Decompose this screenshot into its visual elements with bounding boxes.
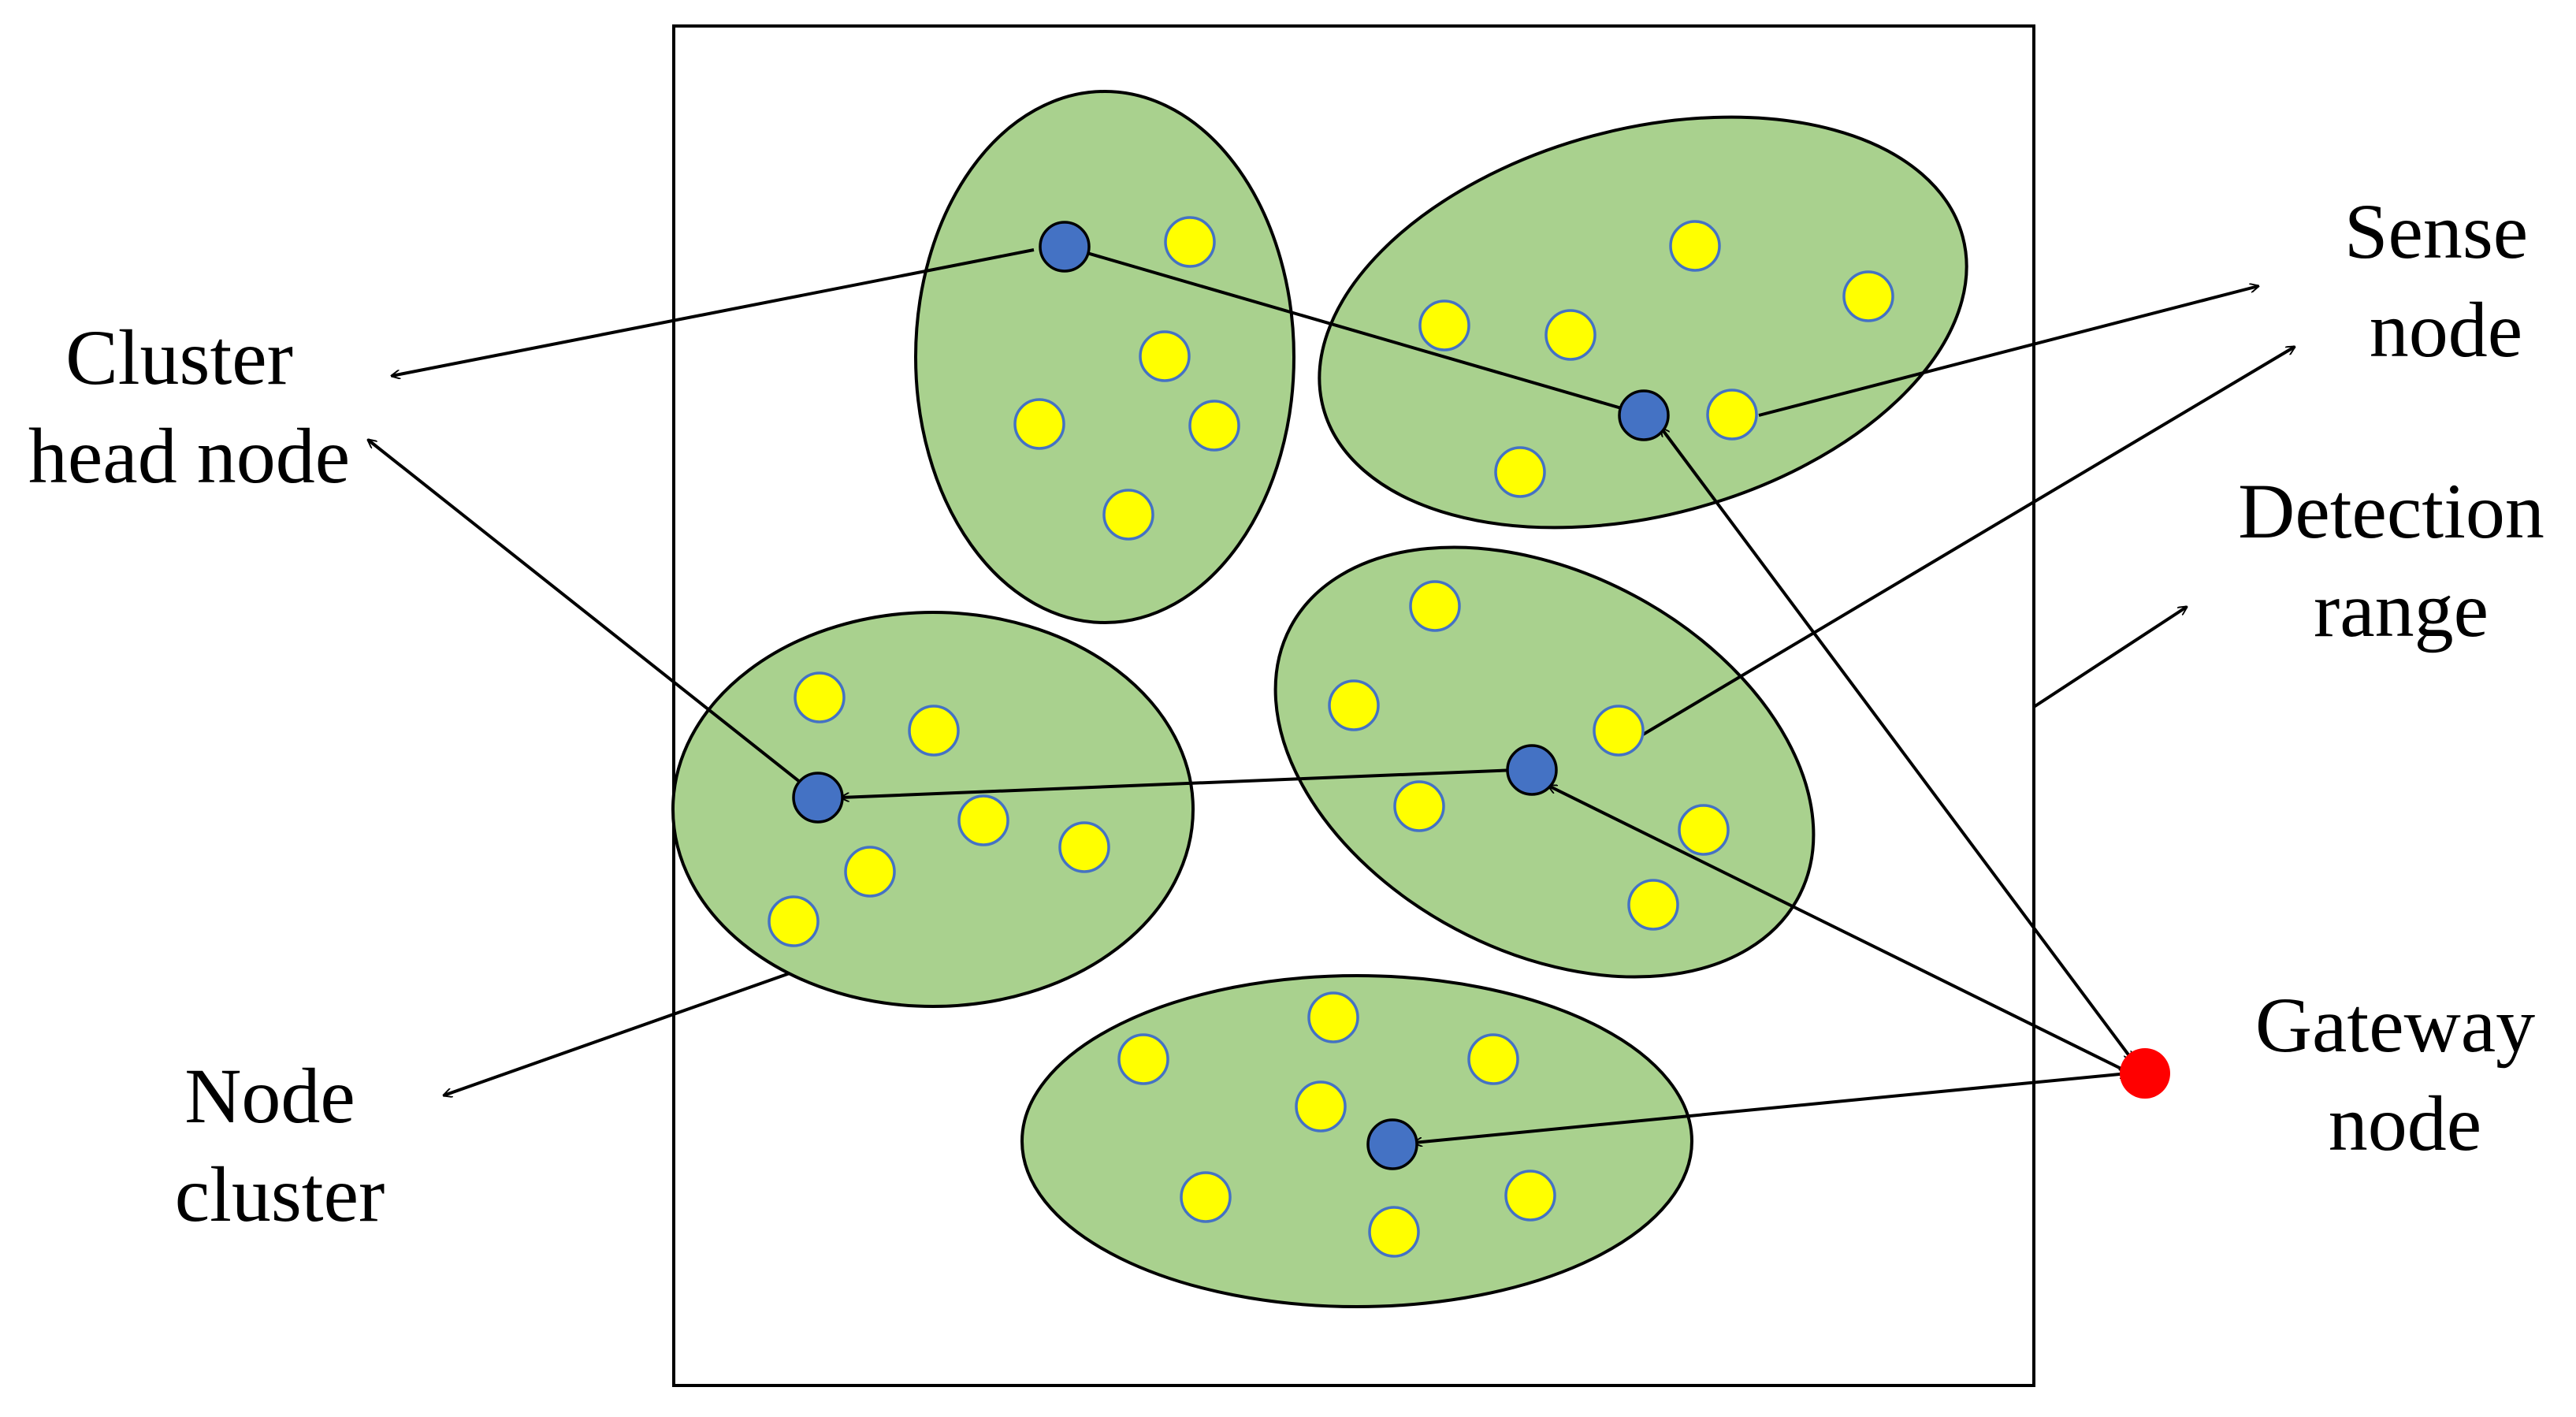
sense-node <box>1139 330 1191 382</box>
cluster-head-node <box>792 772 844 824</box>
pointer-sense-node-middle <box>1641 345 2295 736</box>
label-node-cluster: Node cluster <box>175 1052 385 1238</box>
label-sense-node-line2: node <box>2370 286 2522 374</box>
sense-node <box>1593 705 1645 757</box>
sense-node <box>1102 489 1154 541</box>
pointer-sense-node-top <box>1758 286 2258 417</box>
cluster-head-node <box>1506 744 1558 796</box>
link-head-to-head-top <box>1065 247 1643 415</box>
sense-node <box>1842 270 1894 322</box>
cluster-top-right <box>1318 115 1968 530</box>
pointer-detection-range <box>2032 607 2187 708</box>
sense-node <box>1188 400 1240 452</box>
link-head-bottom-to-gateway <box>1414 1073 2128 1143</box>
sense-node <box>1368 1206 1420 1258</box>
sense-nodes <box>768 216 1894 1258</box>
sense-node <box>1295 1080 1347 1132</box>
label-gateway-node: Gateway node <box>2255 981 2555 1167</box>
cluster-middle-left <box>671 611 1195 1008</box>
sense-node <box>794 671 846 723</box>
link-head-middle-right-to-gateway <box>1548 784 2132 1076</box>
sense-node <box>1678 804 1730 856</box>
connection-lines <box>368 247 2295 1143</box>
label-node-cluster-line1: Node <box>184 1052 355 1140</box>
sense-node <box>844 846 896 898</box>
cluster-head-node <box>1618 389 1670 441</box>
cluster-head-nodes <box>792 221 1670 1170</box>
label-gateway-node-line1: Gateway <box>2255 981 2535 1069</box>
sense-node <box>1409 580 1461 632</box>
sense-node <box>1467 1033 1519 1085</box>
sense-node <box>1164 216 1216 268</box>
pointer-cluster-head-top <box>392 248 1035 376</box>
sense-node <box>1706 389 1758 441</box>
sense-node <box>957 794 1009 846</box>
cluster-top-left <box>914 90 1295 624</box>
label-detection-range: Detection range <box>2238 467 2564 653</box>
sense-node <box>1418 299 1470 351</box>
label-gateway-node-line2: node <box>2329 1080 2481 1167</box>
sense-node <box>1307 991 1359 1043</box>
sense-node <box>1669 220 1721 272</box>
sense-node <box>1504 1170 1556 1222</box>
label-sense-node-line1: Sense <box>2344 188 2528 275</box>
label-detection-range-line1: Detection <box>2238 467 2544 555</box>
cluster-head-node <box>1366 1118 1418 1170</box>
cluster-head-node <box>1039 221 1091 273</box>
sense-node <box>908 705 960 757</box>
link-head-middle-to-head-middle <box>841 770 1516 798</box>
label-cluster-head-line1: Cluster <box>65 314 293 401</box>
sense-node <box>1058 821 1110 873</box>
label-detection-range-line2: range <box>2314 566 2489 653</box>
sense-node <box>1393 780 1445 832</box>
label-sense-node: Sense node <box>2344 188 2548 374</box>
sense-node <box>1627 879 1679 931</box>
label-node-cluster-line2: cluster <box>175 1151 385 1238</box>
label-cluster-head-line2: head node <box>28 412 350 500</box>
gateway-node <box>2120 1048 2170 1099</box>
sense-node <box>1494 446 1546 498</box>
sense-node <box>768 895 820 947</box>
label-cluster-head-node: Cluster head node <box>28 314 350 500</box>
sense-node <box>1013 398 1065 450</box>
pointer-node-cluster <box>444 972 790 1095</box>
sense-node <box>1328 679 1380 731</box>
pointer-cluster-head-middle <box>368 440 809 790</box>
sense-node <box>1117 1033 1169 1085</box>
sense-node <box>1544 309 1597 361</box>
sense-node <box>1180 1171 1232 1223</box>
